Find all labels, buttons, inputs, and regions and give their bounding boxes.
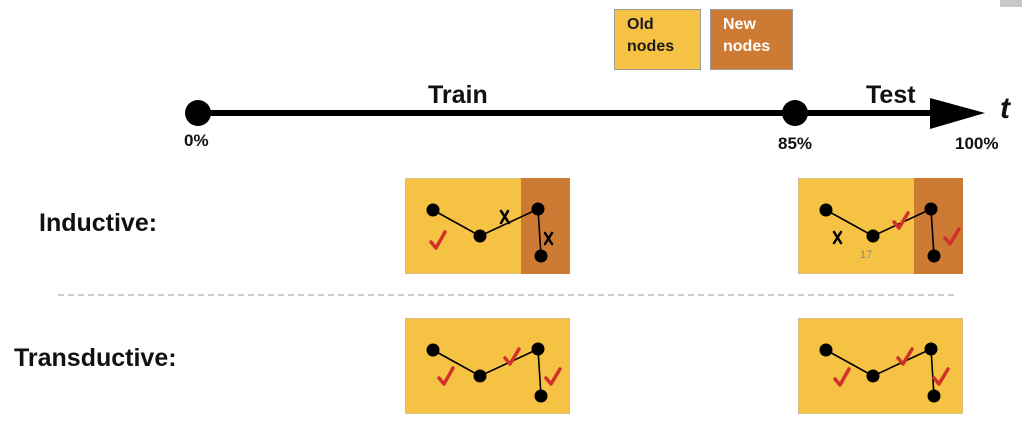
- cross-icon: [832, 230, 843, 245]
- tick-85: 85%: [778, 134, 813, 153]
- graph-node: [866, 229, 880, 243]
- timeline-arrowhead: [930, 98, 985, 129]
- graph-node: [819, 343, 833, 357]
- graph-node: [473, 369, 487, 383]
- cross-icon: [543, 231, 554, 246]
- legend-old-nodes: Old nodes: [614, 9, 701, 70]
- legend-new-line2: nodes: [723, 38, 771, 55]
- check-icon: [429, 230, 447, 250]
- legend-old-line1: Old: [627, 16, 654, 33]
- transductive-label: Transductive:: [14, 344, 177, 372]
- transductive-test-panel: [798, 318, 963, 414]
- inductive-test-panel: [798, 178, 963, 274]
- graph-node: [927, 389, 941, 403]
- graph-node: [531, 202, 545, 216]
- corner-mark: [1000, 0, 1022, 7]
- legend-new-line1: New: [723, 16, 756, 33]
- tick-0: 0%: [184, 131, 209, 150]
- train-label: Train: [428, 81, 488, 109]
- graph-node: [819, 203, 833, 217]
- check-icon: [833, 367, 851, 387]
- check-icon: [896, 347, 914, 366]
- inductive-train-panel: [405, 178, 570, 274]
- time-axis-label: t: [1000, 92, 1010, 125]
- graph-node: [426, 343, 440, 357]
- tick-100: 100%: [955, 134, 999, 153]
- check-icon: [503, 347, 521, 366]
- graph-node: [924, 342, 938, 356]
- transductive-train-panel: [405, 318, 570, 414]
- check-icon: [892, 211, 910, 230]
- check-icon: [437, 366, 455, 386]
- cross-icon: [499, 209, 511, 225]
- graph-node: [473, 229, 487, 243]
- graph-node: [534, 389, 548, 403]
- graph-node: [531, 342, 545, 356]
- test-label: Test: [866, 81, 916, 109]
- timeline-split-dot: [782, 100, 808, 126]
- row-divider: [58, 294, 958, 296]
- graph-node: [924, 202, 938, 216]
- timeline-axis: [185, 98, 985, 129]
- check-icon: [932, 367, 950, 386]
- timeline-start-dot: [185, 100, 211, 126]
- graph-node: [927, 249, 941, 263]
- graph-node: [866, 369, 880, 383]
- check-icon: [943, 227, 961, 246]
- inductive-label: Inductive:: [39, 209, 158, 237]
- graph-node: [426, 203, 440, 217]
- page-number: 17: [860, 249, 873, 261]
- legend-old-line2: nodes: [627, 38, 675, 55]
- graph-node: [534, 249, 548, 263]
- check-icon: [544, 367, 562, 386]
- legend-new-nodes: New nodes: [710, 9, 793, 70]
